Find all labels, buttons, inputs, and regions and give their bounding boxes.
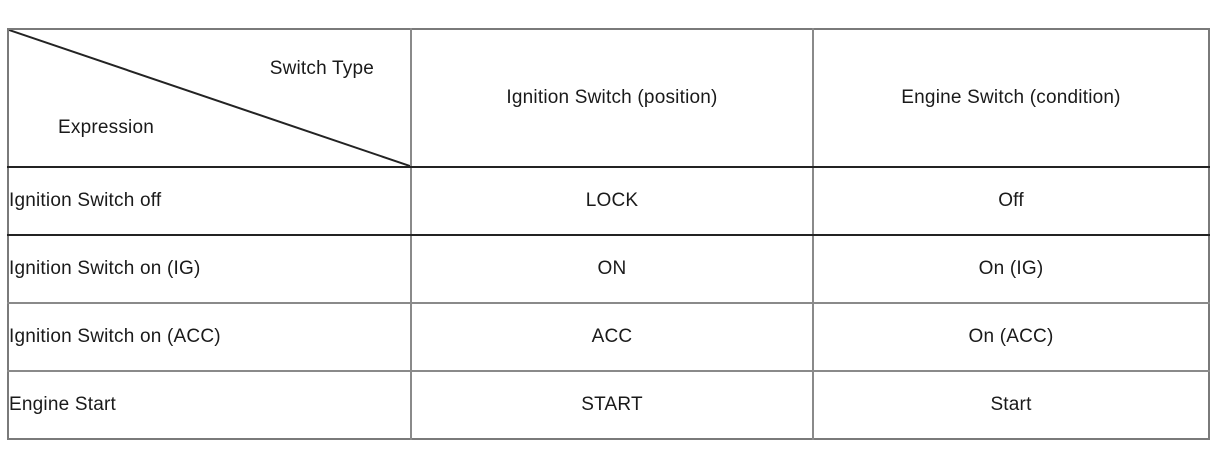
cell-engine-switch-condition: On (ACC) [813,303,1209,372]
cell-engine-switch-condition: Off [813,167,1209,236]
cell-ignition-switch-position: LOCK [411,167,814,236]
cell-expression: Ignition Switch off [8,167,412,236]
diagonal-line-icon [9,30,410,166]
cell-engine-switch-condition: Start [813,371,1209,439]
column-axis-label: Switch Type [269,58,374,79]
table-row: Ignition Switch on (IG) ON On (IG) [8,235,1209,304]
table-row: Engine Start START Start [8,371,1209,439]
table-header-row: Switch Type Expression Ignition Switch (… [8,29,1209,168]
header-corner-cell: Switch Type Expression [8,29,412,168]
cell-engine-switch-condition: On (IG) [813,235,1209,304]
switch-type-expression-table: Switch Type Expression Ignition Switch (… [7,28,1210,440]
table-row: Ignition Switch off LOCK Off [8,167,1209,236]
cell-ignition-switch-position: ACC [411,303,814,372]
table-row: Ignition Switch on (ACC) ACC On (ACC) [8,303,1209,372]
row-axis-label: Expression [58,117,154,138]
cell-ignition-switch-position: START [411,371,814,439]
header-ignition-switch-position: Ignition Switch (position) [411,29,814,168]
header-engine-switch-condition: Engine Switch (condition) [813,29,1209,168]
cell-expression: Ignition Switch on (ACC) [8,303,412,372]
cell-ignition-switch-position: ON [411,235,814,304]
cell-expression: Engine Start [8,371,412,439]
cell-expression: Ignition Switch on (IG) [8,235,412,304]
